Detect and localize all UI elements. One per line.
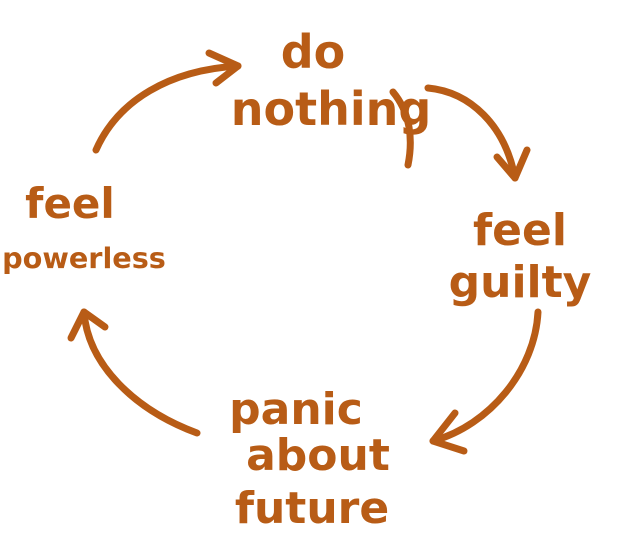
- arrow-do-nothing-to-feel-guilty: [424, 84, 531, 182]
- node-do-nothing: do nothing: [231, 25, 432, 169]
- node-feel-powerless-line-1: feel: [25, 179, 115, 228]
- node-feel-guilty-line-2: guilty: [449, 257, 592, 308]
- node-do-nothing-line-2: nothing: [231, 82, 432, 136]
- node-feel-powerless: feel powerless: [2, 179, 166, 275]
- node-panic-about-future-line-3: future: [235, 483, 389, 534]
- arrow-feel-guilty-to-panic-about-future: [429, 308, 542, 455]
- node-feel-powerless-line-2: powerless: [2, 241, 166, 275]
- arrow-feel-powerless-to-do-nothing: [92, 49, 242, 154]
- arrow-panic-about-future-to-feel-powerless: [67, 308, 201, 437]
- node-panic-about-future-line-1: panic: [229, 384, 363, 435]
- node-panic-about-future: panic about future: [229, 384, 390, 534]
- node-feel-guilty-line-1: feel: [473, 205, 567, 256]
- node-panic-about-future-line-2: about: [246, 430, 390, 481]
- node-feel-guilty: feel guilty: [449, 205, 592, 308]
- node-do-nothing-tail-flourish: [389, 88, 414, 169]
- node-do-nothing-line-1: do: [281, 25, 346, 79]
